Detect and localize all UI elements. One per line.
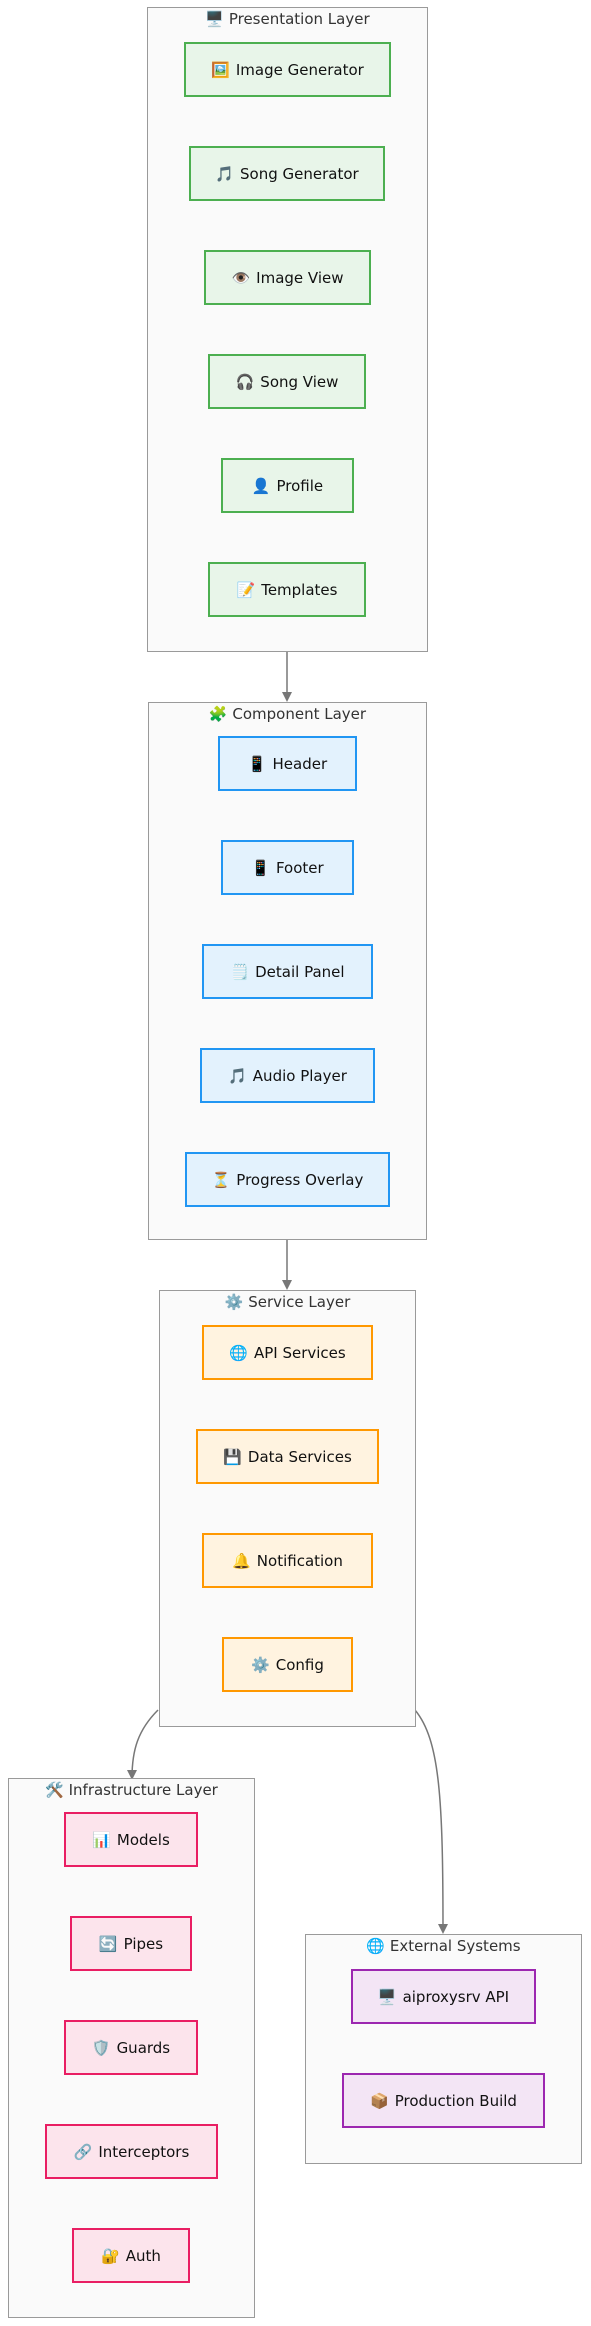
node-api-services: 🌐API Services: [202, 1325, 373, 1380]
node-models: 📊Models: [64, 1812, 198, 1867]
globe-icon: 🌐: [366, 1937, 386, 1955]
node-song-generator: 🎵Song Generator: [189, 146, 385, 201]
node-image-view: 👁️Image View: [204, 250, 371, 305]
presentation-layer-title: 🖥️ Presentation Layer: [205, 10, 370, 28]
node-header: 📱Header: [218, 736, 357, 791]
edge-service-to-external: [414, 1709, 448, 1934]
node-interceptors: 🔗Interceptors: [45, 2124, 218, 2179]
edge-service-to-infrastructure: [127, 1709, 159, 1780]
mobile-icon: 📱: [251, 858, 270, 877]
lock-key-icon: 🔐: [101, 2246, 120, 2265]
service-layer-title: ⚙️ Service Layer: [224, 1293, 351, 1311]
node-footer: 📱Footer: [221, 840, 354, 895]
package-icon: 📦: [370, 2091, 389, 2110]
node-templates: 📝Templates: [208, 562, 366, 617]
gear-icon: ⚙️: [224, 1293, 244, 1311]
notepad-icon: 🗒️: [230, 962, 250, 981]
node-song-view: 🎧Song View: [208, 354, 366, 409]
node-config: ⚙️Config: [222, 1637, 353, 1692]
infrastructure-layer-title: 🛠️ Infrastructure Layer: [45, 1781, 218, 1799]
globe-icon: 🌐: [229, 1343, 248, 1362]
node-auth: 🔐Auth: [72, 2228, 190, 2283]
node-pipes: 🔄Pipes: [70, 1916, 192, 1971]
node-data-services: 💾Data Services: [196, 1429, 379, 1484]
node-detail-panel: 🗒️Detail Panel: [202, 944, 373, 999]
tools-icon: 🛠️: [45, 1781, 64, 1799]
headphones-icon: 🎧: [235, 372, 255, 391]
music-note-icon: 🎵: [215, 164, 234, 183]
puzzle-icon: 🧩: [208, 705, 228, 723]
refresh-icon: 🔄: [98, 1934, 118, 1953]
user-icon: 👤: [251, 476, 271, 495]
bar-chart-icon: 📊: [92, 1830, 111, 1849]
bell-icon: 🔔: [232, 1551, 251, 1570]
external-systems-title: 🌐 External Systems: [366, 1937, 521, 1955]
node-guards: 🛡️Guards: [64, 2020, 198, 2075]
presentation-layer-cluster: 🖥️ Presentation Layer: [147, 7, 428, 652]
component-layer-title: 🧩 Component Layer: [208, 705, 367, 723]
node-profile: 👤Profile: [221, 458, 354, 513]
node-audio-player: 🎵Audio Player: [200, 1048, 375, 1103]
music-note-icon: 🎵: [228, 1066, 247, 1085]
shield-icon: 🛡️: [91, 2038, 111, 2057]
picture-icon: 🖼️: [211, 60, 230, 79]
link-icon: 🔗: [73, 2142, 93, 2161]
monitor-icon: 🖥️: [377, 1987, 397, 2006]
node-aiproxysrv-api: 🖥️aiproxysrv API: [351, 1969, 536, 2024]
hourglass-icon: ⏳: [211, 1170, 231, 1189]
node-progress-overlay: ⏳Progress Overlay: [185, 1152, 390, 1207]
gear-icon: ⚙️: [251, 1655, 270, 1674]
node-notification: 🔔Notification: [202, 1533, 373, 1588]
floppy-disk-icon: 💾: [223, 1447, 242, 1466]
monitor-icon: 🖥️: [205, 10, 225, 28]
eye-icon: 👁️: [231, 268, 251, 287]
mobile-icon: 📱: [247, 754, 267, 773]
node-production-build: 📦Production Build: [342, 2073, 545, 2128]
node-image-generator: 🖼️Image Generator: [184, 42, 391, 97]
memo-icon: 📝: [236, 580, 256, 599]
